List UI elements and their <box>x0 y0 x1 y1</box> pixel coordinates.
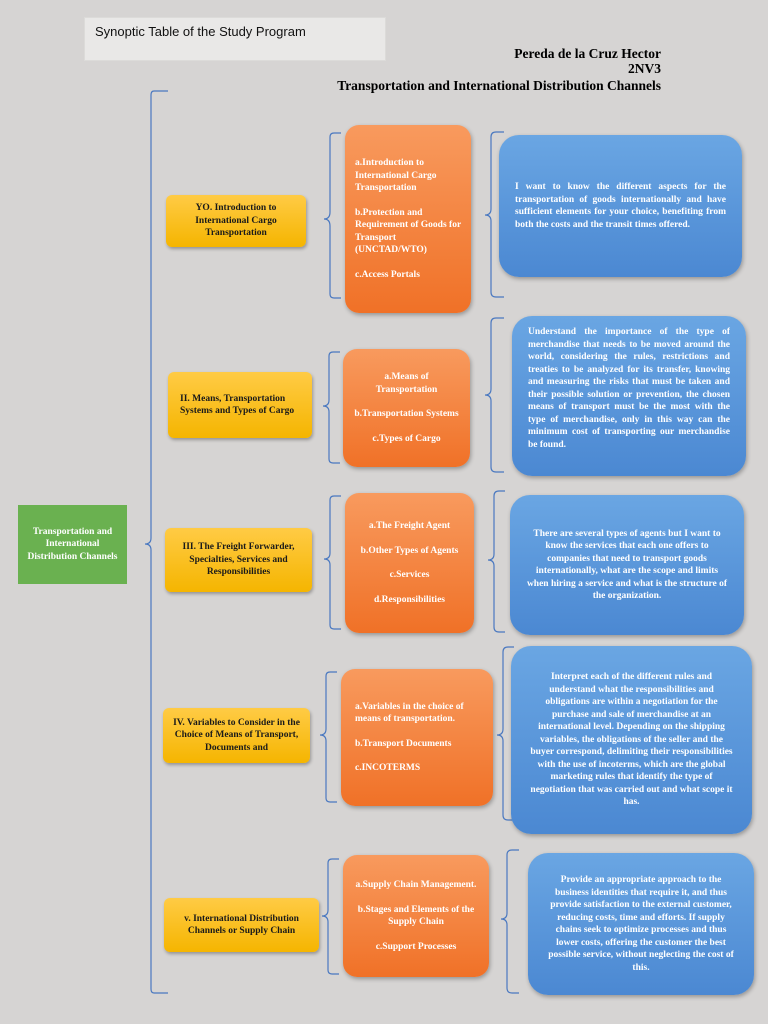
topic-item: a.The Freight Agent <box>368 521 451 531</box>
unit-5-topics: a.Supply Chain Management. b.Stages and … <box>343 855 489 977</box>
topic-item: b.Protection and Requirement of Goods fo… <box>355 207 461 256</box>
topic-item: c.INCOTERMS <box>355 763 421 773</box>
objective-text: Provide an appropriate approach to the b… <box>548 875 734 973</box>
main-bracket <box>144 90 168 994</box>
topics-3-bracket <box>487 490 505 633</box>
topic-item: b.Other Types of Agents <box>360 545 459 556</box>
topic-item: c.Access Portals <box>355 269 420 280</box>
subject-name: Transportation and International Distrib… <box>337 78 661 93</box>
unit-1-topics: a.Introduction to International Cargo Tr… <box>345 125 471 313</box>
unit-4-topics: a.Variables in the choice of means of tr… <box>341 669 493 806</box>
topic-item: c.Services <box>389 570 430 580</box>
topic-item: c.Support Processes <box>375 941 457 952</box>
objective-text: There are several types of agents but I … <box>526 528 728 602</box>
topic-item: b.Transportation Systems <box>354 409 459 419</box>
header-box: Synoptic Table of the Study Program <box>84 17 386 61</box>
unit-3-box: III. The Freight Forwarder, Specialties,… <box>165 528 312 592</box>
author-name: Pereda de la Cruz Hector <box>514 46 661 61</box>
objective-text: Interpret each of the different rules an… <box>530 672 733 808</box>
unit-1-bracket <box>323 132 341 299</box>
unit-3-objective: There are several types of agents but I … <box>510 495 744 635</box>
topic-item: d.Responsibilities <box>373 594 445 605</box>
unit-4-box: IV. Variables to Consider in the Choice … <box>163 708 310 763</box>
unit-1-box: YO. Introduction to International Cargo … <box>166 195 306 247</box>
topic-item: a.Supply Chain Management. <box>355 880 477 890</box>
unit-5-box: v. International Distribution Channels o… <box>164 898 319 952</box>
topic-item: a.Introduction to International Cargo Tr… <box>355 158 437 193</box>
unit-1-objective: I want to know the different aspects for… <box>499 135 742 277</box>
unit-2-topics: a.Means of Transportation b.Transportati… <box>343 349 470 467</box>
objective-text: Understand the importance of the type of… <box>528 327 730 450</box>
document-title: Synoptic Table of the Study Program <box>95 24 306 39</box>
root-node: Transportation and International Distrib… <box>18 505 127 584</box>
topic-item: c.Types of Cargo <box>372 433 441 444</box>
topics-5-bracket <box>500 849 519 994</box>
topic-item: a.Variables in the choice of means of tr… <box>355 701 464 725</box>
unit-5-objective: Provide an appropriate approach to the b… <box>528 853 754 995</box>
unit-2-box: II. Means, Transportation Systems and Ty… <box>168 372 312 438</box>
topic-item: b.Transport Documents <box>355 738 452 749</box>
unit-3-topics: a.The Freight Agent b.Other Types of Age… <box>345 493 474 633</box>
unit-2-objective: Understand the importance of the type of… <box>512 316 746 476</box>
objective-text: I want to know the different aspects for… <box>515 182 726 230</box>
unit-5-bracket <box>321 858 339 975</box>
unit-4-objective: Interpret each of the different rules an… <box>511 646 752 834</box>
unit-2-bracket <box>322 351 340 464</box>
unit-3-bracket <box>323 495 341 630</box>
topic-item: a.Means of Transportation <box>375 372 438 395</box>
topics-2-bracket <box>484 317 504 473</box>
unit-4-bracket <box>319 671 337 803</box>
group-code: 2NV3 <box>628 61 661 76</box>
topics-4-bracket <box>496 646 514 821</box>
topic-item: b.Stages and Elements of the Supply Chai… <box>357 904 475 928</box>
topics-1-bracket <box>484 131 504 298</box>
